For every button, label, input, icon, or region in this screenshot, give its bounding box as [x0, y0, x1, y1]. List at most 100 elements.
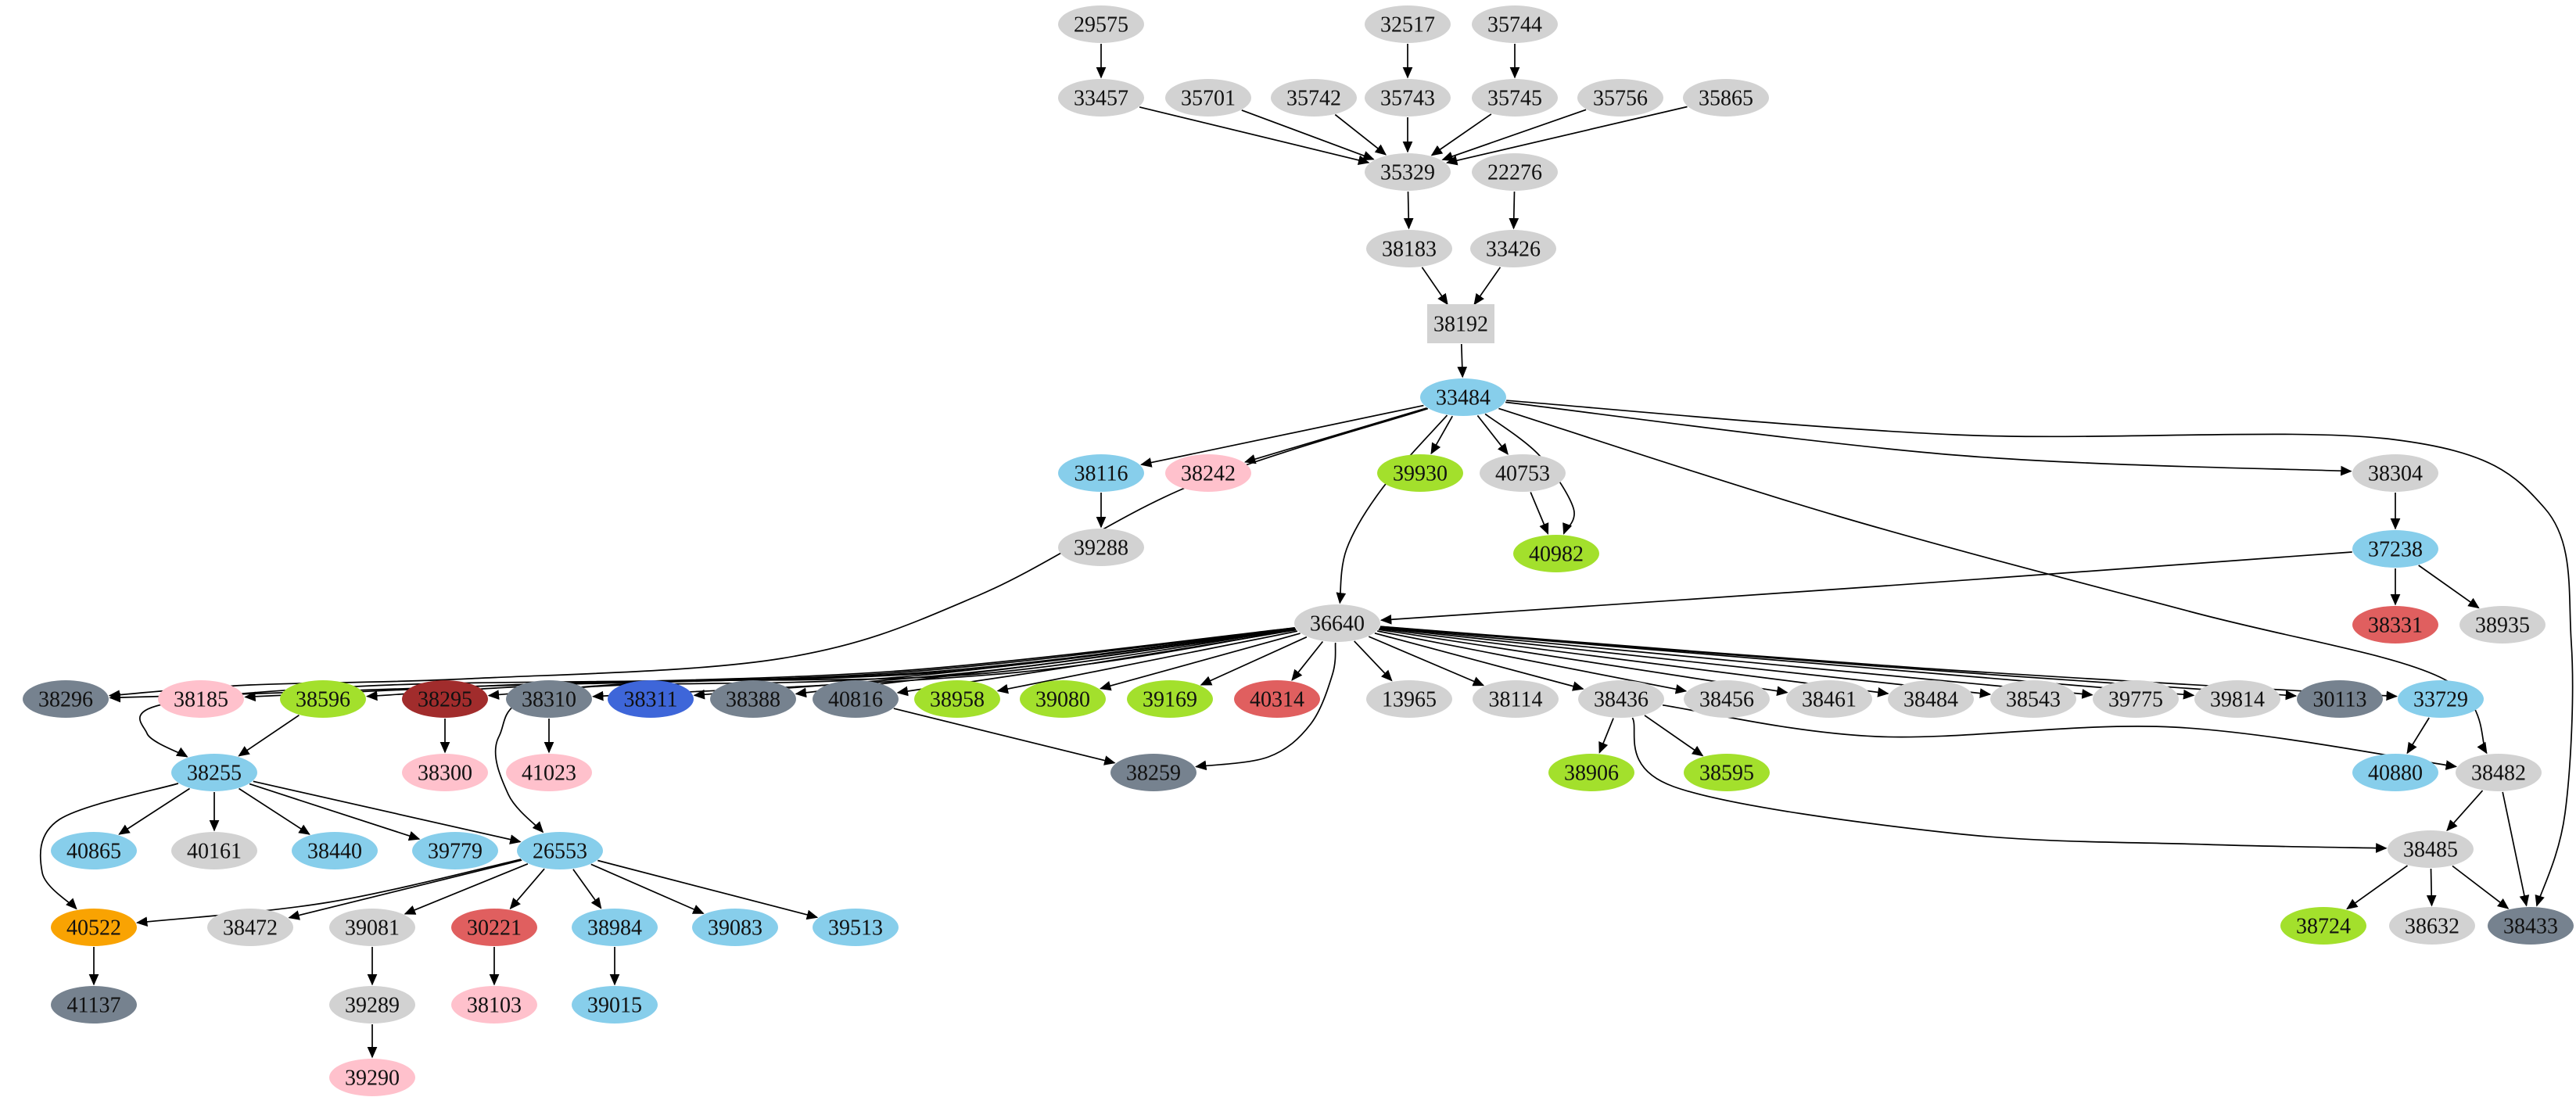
node-label: 38485 [2403, 838, 2458, 862]
node-ellipse-shape [2194, 680, 2280, 718]
node-label: 38304 [2368, 462, 2423, 486]
node-ellipse-shape [1127, 680, 1213, 718]
node-label: 40816 [828, 688, 883, 712]
node-ellipse-shape [1294, 604, 1380, 642]
node-ellipse-shape [1365, 5, 1451, 43]
node-ellipse-shape [2352, 530, 2438, 568]
graph-node-40522: 40522 [51, 909, 137, 946]
graph-node-38259: 38259 [1110, 754, 1197, 791]
node-ellipse-shape [1110, 754, 1197, 791]
node-ellipse-shape [914, 680, 1000, 718]
graph-node-38183: 38183 [1366, 230, 1452, 267]
edge-38485-38632 [2426, 868, 2437, 907]
node-label: 35756 [1593, 87, 1648, 111]
node-label: 40880 [2368, 762, 2423, 786]
edge-38482-38433 [2502, 791, 2530, 907]
node-label: 40753 [1495, 462, 1550, 486]
node-ellipse-shape [517, 832, 603, 869]
node-ellipse-shape [2459, 606, 2546, 644]
node-ellipse-shape [1366, 230, 1452, 267]
graph-node-39289: 39289 [329, 986, 415, 1024]
node-ellipse-shape [2488, 907, 2574, 945]
node-label: 37238 [2368, 538, 2423, 562]
graph-node-33729: 33729 [2398, 680, 2484, 718]
edge-40753-40982 [1530, 492, 1549, 535]
node-label: 38310 [522, 688, 576, 712]
graph-node-40753: 40753 [1480, 454, 1566, 492]
node-label: 39290 [345, 1067, 400, 1091]
node-label: 38295 [418, 688, 472, 712]
node-label: 39083 [708, 916, 762, 941]
node-ellipse-shape [1165, 454, 1251, 492]
node-ellipse-shape [2093, 680, 2179, 718]
node-ellipse-shape [1684, 680, 1770, 718]
node-ellipse-shape [1234, 680, 1320, 718]
graph-node-40816: 40816 [813, 680, 899, 718]
graph-node-38596: 38596 [280, 680, 366, 718]
node-label: 30113 [2313, 688, 2367, 712]
edge-36640-39080 [1100, 633, 1301, 691]
node-ellipse-shape [506, 754, 592, 791]
edge-26553-40522 [135, 859, 522, 927]
edge-36640-13965 [1354, 640, 1393, 682]
graph-node-38984: 38984 [572, 909, 658, 946]
node-ellipse-shape [2352, 606, 2438, 644]
node-ellipse-shape [1990, 680, 2076, 718]
graph-node-38482: 38482 [2456, 754, 2542, 791]
node-ellipse-shape [23, 680, 109, 718]
node-label: 39015 [587, 994, 642, 1018]
node-label: 38984 [587, 916, 642, 941]
edge-33426-38192 [1473, 267, 1501, 306]
node-label: 38632 [2405, 915, 2459, 939]
node-ellipse-shape [2388, 830, 2474, 868]
node-ellipse-shape [2352, 454, 2438, 492]
node-label: 38906 [1564, 762, 1619, 786]
node-ellipse-shape [1472, 5, 1558, 43]
edge-22276-33426 [1509, 191, 1519, 230]
graph-node-38484: 38484 [1888, 680, 1974, 718]
node-ellipse-shape [402, 680, 488, 718]
node-label: 38482 [2471, 762, 2526, 786]
edge-38436-38906 [1598, 718, 1614, 754]
node-label: 39081 [345, 916, 400, 941]
graph-node-35745: 35745 [1472, 79, 1558, 117]
edge-36640-39775 [1379, 626, 2093, 699]
node-label: 22276 [1487, 161, 1542, 185]
graph-node-38935: 38935 [2459, 606, 2546, 644]
node-ellipse-shape [51, 986, 137, 1024]
node-label: 33484 [1436, 386, 1491, 410]
edge-36640-38296 [109, 627, 1295, 703]
edge-33484-38242 [1244, 407, 1427, 464]
node-ellipse-shape [1420, 378, 1506, 416]
node-label: 35701 [1181, 87, 1236, 111]
edge-37238-36640 [1379, 551, 2352, 625]
node-ellipse-shape [1165, 79, 1251, 117]
graph-node-38185: 38185 [158, 680, 244, 718]
graph-node-40880: 40880 [2352, 754, 2438, 791]
edge-36640-26553 [494, 627, 1296, 834]
node-ellipse-shape [1548, 754, 1634, 791]
graph-node-13965: 13965 [1366, 680, 1452, 718]
node-label: 33729 [2413, 688, 2468, 712]
node-ellipse-shape [1365, 153, 1451, 191]
node-ellipse-shape [1058, 529, 1144, 566]
node-label: 39288 [1074, 536, 1128, 561]
edges-layer [39, 44, 2574, 1059]
graph-node-38300: 38300 [402, 754, 488, 791]
graph-node-38295: 38295 [402, 680, 488, 718]
node-ellipse-shape [1058, 79, 1144, 117]
edge-26553-38984 [572, 869, 602, 909]
node-label: 39814 [2210, 688, 2265, 712]
node-ellipse-shape [1058, 454, 1144, 492]
node-label: 36640 [1310, 612, 1365, 636]
graph-node-38595: 38595 [1684, 754, 1770, 791]
edge-38255-38440 [239, 787, 310, 835]
node-label: 38935 [2475, 614, 2530, 638]
graph-node-41137: 41137 [51, 986, 137, 1024]
graph-node-35756: 35756 [1577, 79, 1663, 117]
node-ellipse-shape [158, 680, 244, 718]
graph-node-38331: 38331 [2352, 606, 2438, 644]
